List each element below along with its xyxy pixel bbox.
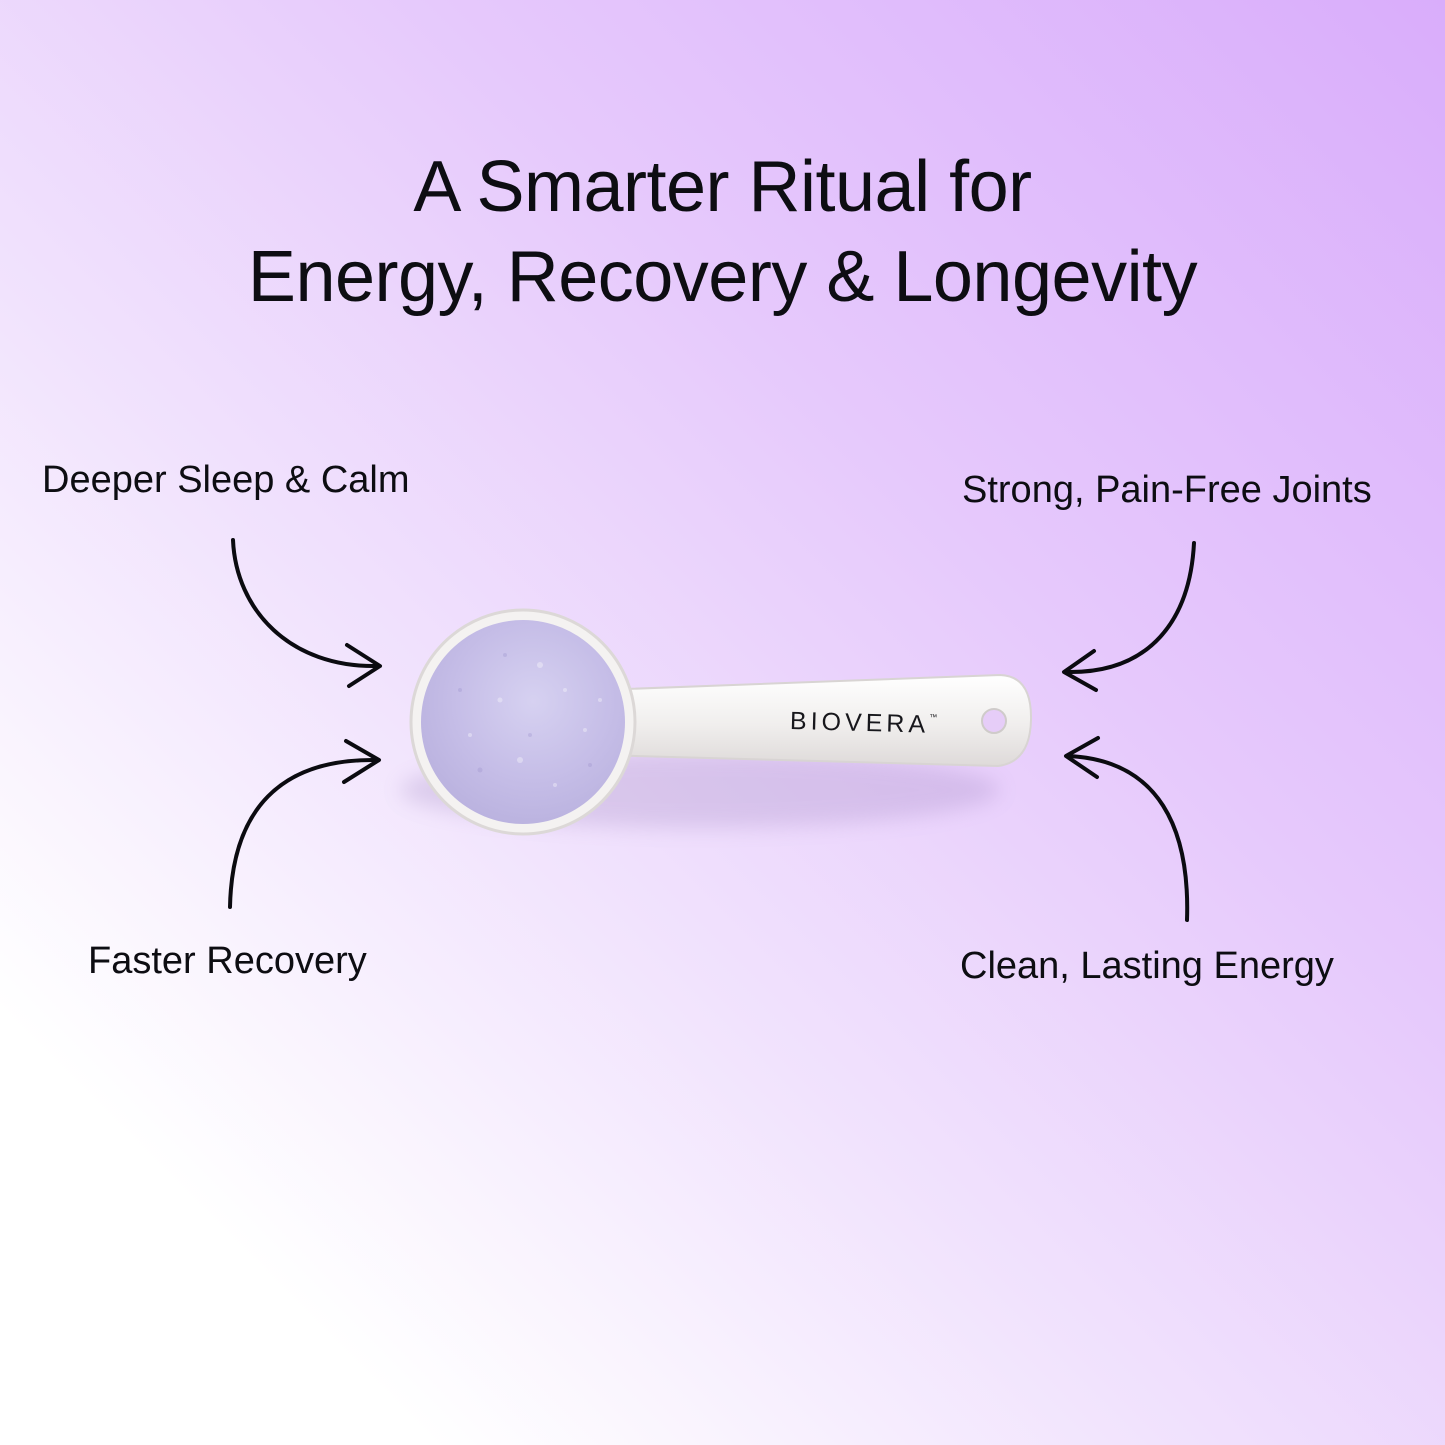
scoop-handle <box>599 673 1033 768</box>
benefit-joints-label: Strong, Pain-Free Joints <box>962 469 1372 511</box>
benefit-sleep-label: Deeper Sleep & Calm <box>42 459 410 501</box>
page-title-line-1: A Smarter Ritual for <box>413 147 1032 227</box>
brand-logo: BIOVERA™ <box>790 707 938 740</box>
arrow-bottom-right-icon <box>1064 736 1190 922</box>
benefit-recovery-label: Faster Recovery <box>88 940 367 982</box>
brand-name: BIOVERA <box>789 707 930 739</box>
page-title: A Smarter Ritual for Energy, Recovery & … <box>0 142 1445 322</box>
trademark-mark: ™ <box>929 712 938 722</box>
arrow-top-right-icon <box>1062 541 1196 692</box>
scoop-hole <box>981 708 1007 734</box>
arrow-bottom-left-icon <box>228 739 381 909</box>
page-title-line-2: Energy, Recovery & Longevity <box>247 237 1198 317</box>
benefit-energy-label: Clean, Lasting Energy <box>960 945 1334 987</box>
powder <box>421 620 625 824</box>
arrow-top-left-icon <box>231 538 382 688</box>
